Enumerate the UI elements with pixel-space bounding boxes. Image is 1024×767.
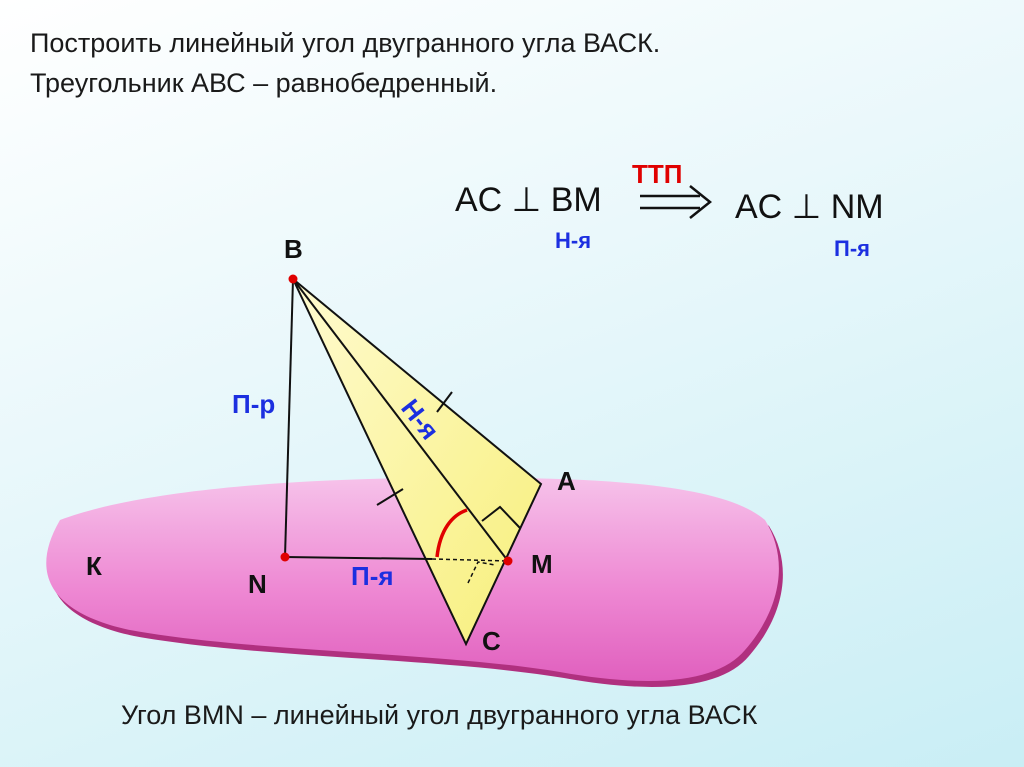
formula-right-note: П-я: [834, 236, 870, 261]
conclusion-text: Угол BMN – линейный угол двугранного угл…: [121, 700, 758, 730]
segment-bm: [292, 278, 509, 562]
label-point-n: N: [248, 569, 267, 599]
label-point-a: А: [557, 466, 576, 496]
tick-mark-ba: [436, 391, 453, 413]
angle-arc-bmn: [435, 508, 468, 558]
segment-nm: [284, 556, 433, 560]
title-line-1: Построить линейный угол двугранного угла…: [30, 28, 661, 58]
triangle-abc: [292, 278, 543, 647]
point-m: [503, 556, 513, 566]
tick-mark-bc: [376, 488, 404, 506]
segment-bn: [284, 278, 294, 558]
title-line-2: Треугольник АВС – равнобедренный.: [30, 68, 498, 98]
point-b: [288, 274, 298, 284]
label-plane-k: К: [86, 551, 102, 581]
formula-arrow-label: ТТП: [632, 159, 682, 189]
implies-arrow-icon: [640, 185, 713, 219]
label-point-b: В: [284, 234, 303, 264]
formula-left: AC ⊥ BM: [455, 181, 602, 219]
right-angle-mark-bm-ac: [481, 505, 521, 529]
label-segment-bn: П-р: [232, 389, 275, 419]
label-segment-nm: П-я: [351, 561, 394, 591]
right-angle-mark-nm-ac: [467, 561, 496, 584]
formula-left-note: Н-я: [555, 228, 591, 253]
segment-nm-hidden: [431, 558, 509, 562]
plane-k: [46, 477, 779, 681]
point-n: [280, 552, 290, 562]
formula-right: AC ⊥ NM: [735, 188, 884, 226]
label-point-m: М: [531, 549, 553, 579]
label-point-c: С: [482, 626, 501, 656]
